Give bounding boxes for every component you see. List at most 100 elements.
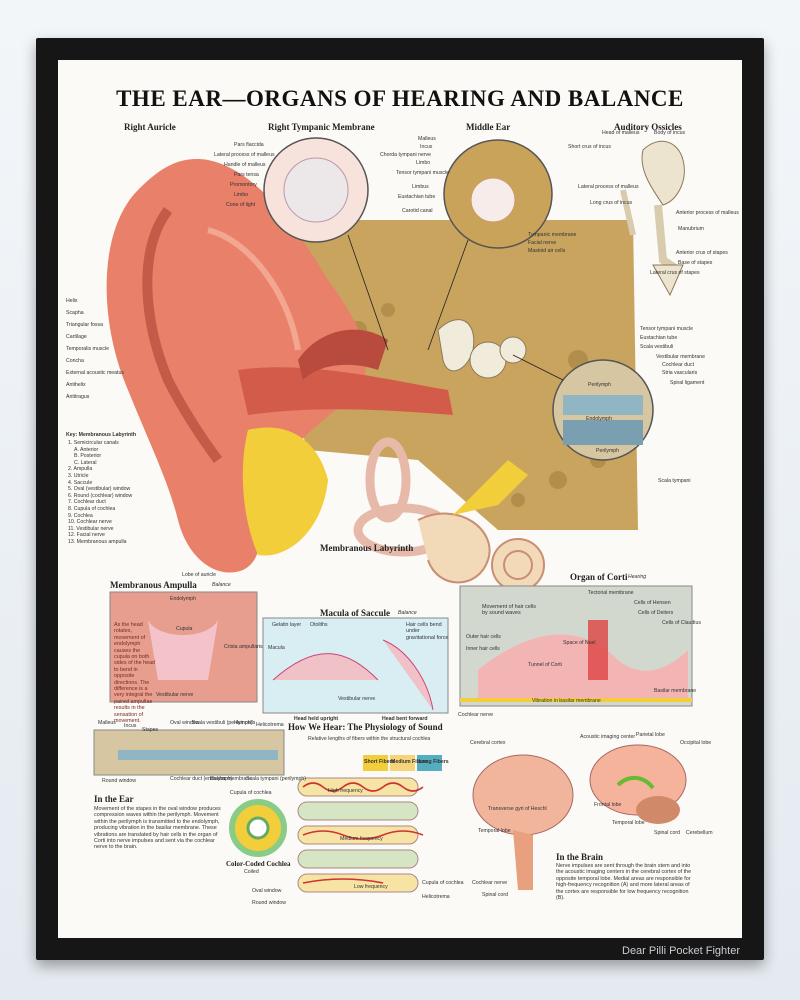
label-mastoid-air-cells: Mastoid air cells xyxy=(528,248,566,254)
external-acoustic-meatus xyxy=(238,367,453,415)
strip-basilar: Basilar membrane xyxy=(210,776,253,782)
saccule-upright: Head held upright xyxy=(294,716,339,722)
corti-deiters: Cells of Deiters xyxy=(638,610,674,616)
poster-title: THE EAR—ORGANS OF HEARING AND BALANCE xyxy=(116,86,684,111)
watermark: Dear Pilli Pocket Fighter xyxy=(622,945,740,957)
callout-lines xyxy=(347,234,564,381)
corti-vibration: Vibration in basilar membrane xyxy=(532,698,601,704)
brain-temporal-right: Temporal lobe xyxy=(612,820,645,826)
label-lateral-crus-stapes: Lateral crus of stapes xyxy=(650,270,700,276)
label-short-crus: Short crus of incus xyxy=(568,144,611,150)
corti-movement: Movement of hair cells by sound waves xyxy=(482,604,536,617)
key-item: 2. Ampulla xyxy=(68,466,93,473)
brain-temporal-left: Temporal lobe xyxy=(478,828,511,834)
label-endolymph: Endolymph xyxy=(586,416,612,422)
key-item: A. Anterior xyxy=(74,446,99,453)
label-manubrium: Manubrium xyxy=(678,226,704,232)
heading-membranous-labyrinth: Membranous Labyrinth xyxy=(320,543,414,553)
label-limbus: Limbus xyxy=(412,184,429,190)
label-scala-vestibuli: Scala vestibuli xyxy=(640,344,674,350)
heading-color-coded-cochlea: Color-Coded Cochlea xyxy=(226,860,291,868)
heading-macula-of-saccule: Macula of Saccule xyxy=(320,608,390,618)
label-limbo: Limbo xyxy=(234,192,249,198)
label-temporalis-muscle: Temporalis muscle xyxy=(66,346,109,352)
fiber-short: Short Fibers xyxy=(364,759,395,765)
sound-cupula: Cupula of cochlea xyxy=(422,880,464,886)
brain-spinal-cord-right: Spinal cord xyxy=(654,830,680,836)
fat-tissue xyxy=(242,427,328,556)
strip-hair-cells: Hair cells xyxy=(234,720,256,726)
key-item: 10. Cochlear nerve xyxy=(68,519,112,526)
ampulla-cupula: Cupula xyxy=(176,626,193,632)
label-long-crus: Long crus of incus xyxy=(590,200,633,206)
strip-stapes: Stapes xyxy=(142,727,159,733)
label-head-of-malleus: Head of malleus xyxy=(602,130,640,136)
brain-cerebellum: Cerebellum xyxy=(686,830,713,836)
antihelix xyxy=(207,227,301,351)
brain-heschl: Transverse gyri of Heschl xyxy=(488,806,547,812)
heading-how-we-hear: How We Hear: The Physiology of Sound xyxy=(288,722,443,732)
freq-medium: Medium frequency xyxy=(340,836,383,842)
strip-scala-tympani: Scala tympani (perilymph) xyxy=(246,776,306,782)
key-item: 4. Saccule xyxy=(68,479,93,486)
scala-vestibuli-section xyxy=(563,395,643,415)
auditory-ossicles-drawing xyxy=(620,140,685,297)
label-vestibular-membrane: Vestibular membrane xyxy=(656,354,706,360)
label-pars-flaccida: Pars flaccida xyxy=(234,142,264,148)
strip-cochlear-duct: Cochlear duct (endolymph) xyxy=(170,776,233,782)
middle-ear-membrane xyxy=(470,177,516,223)
label-limbo-me: Limbo xyxy=(416,160,431,166)
label-tensor-tympani: Tensor tympani muscle xyxy=(396,170,450,176)
fiber-long-swatch xyxy=(417,755,442,771)
key-title: Key: Membranous Labyrinth xyxy=(66,432,137,438)
label-scala-tympani: Scala tympani xyxy=(658,478,691,484)
saccule-forward: Head bent forward xyxy=(382,716,428,722)
freq-high: High frequency xyxy=(328,788,363,794)
cochlea-coiled: Coiled xyxy=(244,869,259,875)
ampulla-crista: Crista ampullaris xyxy=(224,644,263,650)
key-item: 3. Utricle xyxy=(68,472,89,479)
corti-tag: Hearing xyxy=(628,574,647,580)
label-helix: Helix xyxy=(66,298,78,304)
key-item: 9. Cochlea xyxy=(68,512,93,519)
saccule-gelatin: Gelatin layer xyxy=(272,622,302,628)
strip-malleus: Malleus xyxy=(98,720,116,726)
label-carotid-canal: Carotid canal xyxy=(402,208,433,214)
saccule-macula: Macula xyxy=(268,645,285,651)
muscle xyxy=(298,329,388,380)
label-tympanic-membrane: Tympanic membrane xyxy=(528,232,577,238)
key-item: 12. Facial nerve xyxy=(68,532,105,539)
label-malleus: Malleus xyxy=(418,136,436,142)
corti-basilar: Basilar membrane xyxy=(654,688,697,694)
label-handle-of-malleus: Handle of malleus xyxy=(224,162,266,168)
brain-occipital: Occipital lobe xyxy=(680,740,712,746)
scala-tympani-section xyxy=(563,420,643,445)
heading-right-auricle: Right Auricle xyxy=(124,122,176,132)
corti-claudius: Cells of Claudius xyxy=(662,620,701,626)
label-pars-tensa: Pars tensa xyxy=(234,172,259,178)
heading-auditory-ossicles: Auditory Ossicles xyxy=(614,122,682,132)
key-item: 13. Membranous ampulla xyxy=(68,538,127,545)
in-the-brain-text: Nerve impulses are sent through the brai… xyxy=(556,863,692,902)
cupula-drawing xyxy=(148,620,218,680)
poster: THE EAR—ORGANS OF HEARING AND BALANCE Ri… xyxy=(58,60,742,938)
label-cartilage: Cartilage xyxy=(66,334,87,340)
key-item: B. Posterior xyxy=(74,453,102,460)
ampulla-nerve: Vestibular nerve xyxy=(156,692,194,698)
label-incus: Incus xyxy=(420,144,433,150)
ampulla-text: As the head rotates, movement of endolym… xyxy=(114,622,156,725)
label-lobe-of-auricle: Lobe of auricle xyxy=(182,572,217,578)
corti-inner-hair: Inner hair cells xyxy=(466,646,500,652)
key-item: 6. Round (cochlear) window xyxy=(68,492,133,499)
brain-cerebral-cortex: Cerebral cortex xyxy=(470,740,506,746)
middle-ear-ossicles xyxy=(437,319,527,379)
label-perilymph-top: Perilymph xyxy=(588,382,612,388)
key-item: 11. Vestibular nerve xyxy=(68,525,114,532)
label-lateral-process-malleus: Lateral process of malleus xyxy=(578,184,639,190)
strip-helicotrema: Helicotrema xyxy=(256,722,284,728)
brain-cochlear-nerve: Cochlear nerve xyxy=(472,880,508,886)
corti-hensen: Cells of Hensen xyxy=(634,600,671,606)
cochlea-cupula: Cupula of cochlea xyxy=(230,790,272,796)
heading-organ-of-corti: Organ of Corti xyxy=(570,572,628,582)
